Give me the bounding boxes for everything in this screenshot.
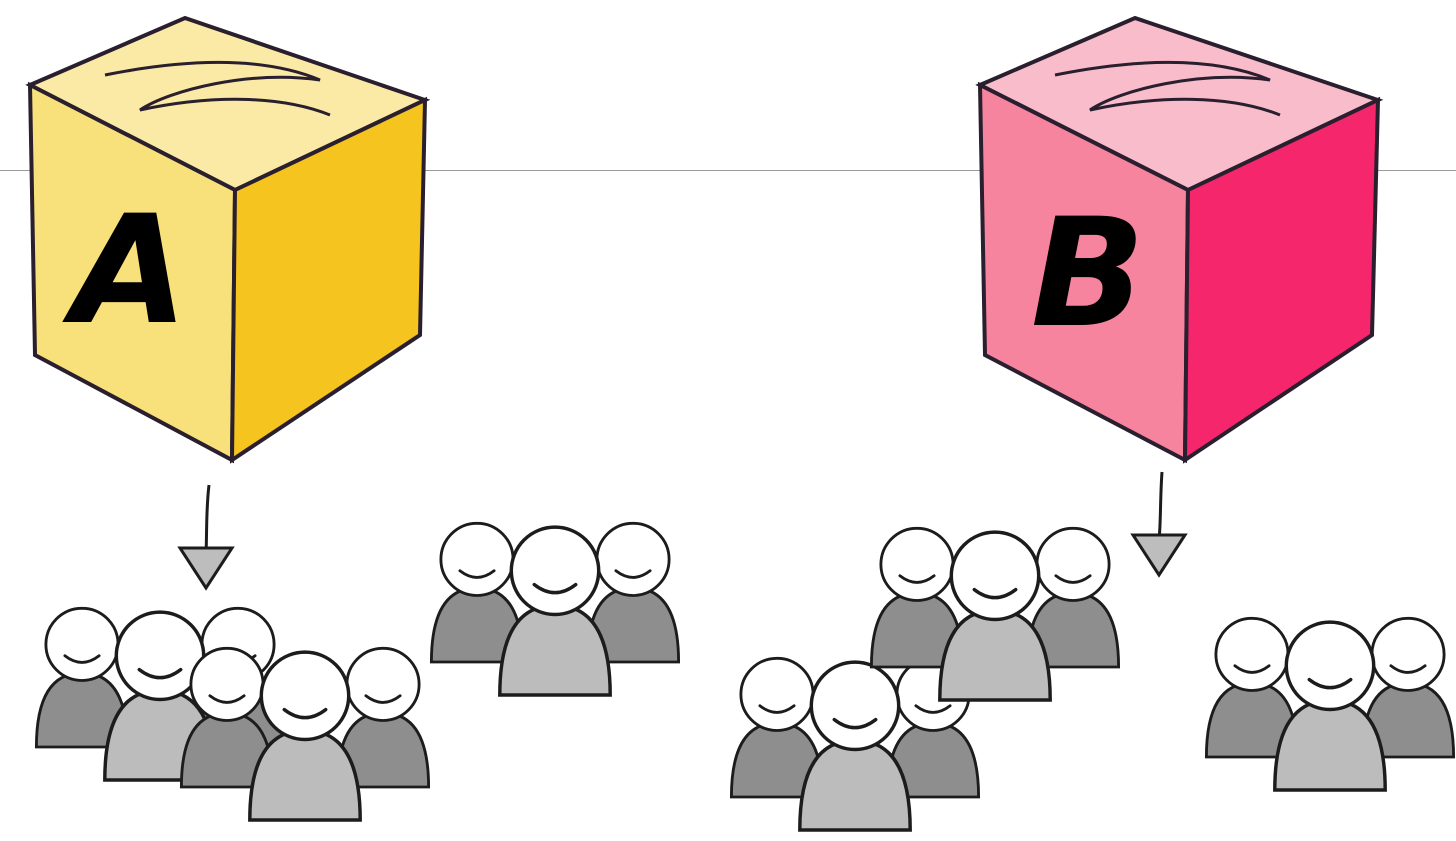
cube-b: B bbox=[980, 18, 1378, 460]
person-icon bbox=[500, 527, 610, 695]
person-icon bbox=[800, 662, 910, 830]
cube-a: A bbox=[30, 18, 425, 460]
person-icon bbox=[940, 532, 1050, 700]
cube-b-letter: B bbox=[1031, 187, 1145, 361]
people-group-icon bbox=[1206, 618, 1453, 790]
arrow-down-icon-b bbox=[1133, 472, 1185, 575]
cube-a-letter: A bbox=[62, 184, 188, 358]
person-icon bbox=[1275, 622, 1385, 790]
people-group-icon bbox=[181, 648, 428, 820]
people-group-icon bbox=[431, 523, 678, 695]
arrow-down-icon-a bbox=[180, 485, 232, 588]
